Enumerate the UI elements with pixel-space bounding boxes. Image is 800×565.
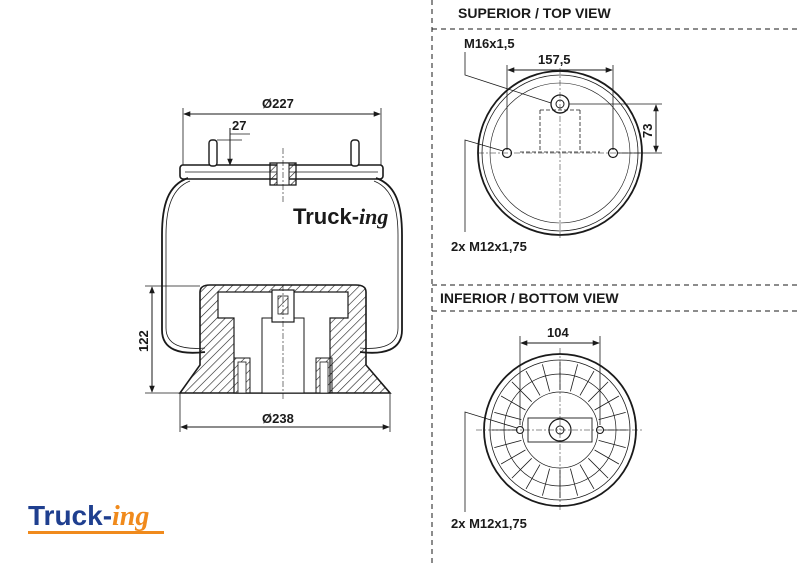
thread-main-label: M16x1,5 [464,36,515,51]
bottom-rib [494,412,522,420]
top-studs [208,139,360,167]
dim-top-offset: 73 [569,103,662,154]
bottom-rib [511,458,532,479]
top-holes-callout: 2x M12x1,75 [451,139,527,254]
dim-top-diameter: Ø227 [182,96,382,165]
bottom-view: INFERIOR / BOTTOM VIEW 104 2x M12x1,75 [440,290,644,531]
bottom-rib [500,395,526,411]
brand-logo-underline [28,531,164,534]
brand-logo: Truck-ing [28,500,164,534]
bottom-rib [500,449,526,465]
bottom-rib [511,381,532,402]
bellows [161,177,403,354]
bottom-rib [588,381,609,402]
bottom-rib [598,412,626,420]
bottom-holes-label: 2x M12x1,75 [451,516,527,531]
dim-top-offset-label: 73 [640,124,655,138]
bottom-holes-callout: 2x M12x1,75 [451,411,527,531]
bottom-rib [542,468,550,496]
bottom-rib [525,464,541,490]
dim-height: 122 [136,285,200,394]
dim-bottom-spacing-label: 104 [547,325,569,340]
thread-main-callout: M16x1,5 [464,36,552,104]
dim-top-spacing-label: 157,5 [538,52,571,67]
dim-bottom-diameter-label: Ø238 [262,411,294,426]
dim-stud-height-label: 27 [232,118,246,133]
side-view: Ø227 27 122 Ø238 Truck-ing [136,96,403,432]
bottom-rib [525,370,541,396]
brand-logo-text: Truck-ing [28,500,149,532]
top-view: SUPERIOR / TOP VIEW M16x1,5 157,5 [451,5,662,254]
bottom-rib [594,449,620,465]
bellows-watermark: Truck-ing [293,204,388,229]
center-nut [269,148,297,202]
dim-top-spacing: 157,5 [506,52,614,150]
dim-bottom-diameter: Ø238 [179,393,391,432]
top-holes-label: 2x M12x1,75 [451,239,527,254]
dim-height-label: 122 [136,330,151,352]
dim-top-diameter-label: Ø227 [262,96,294,111]
bottom-inserts [233,357,333,394]
bottom-rib [579,464,595,490]
bottom-rib [494,440,522,448]
bottom-rib [570,468,578,496]
bottom-rib [594,395,620,411]
dim-bottom-spacing: 104 [519,325,601,425]
top-view-title: SUPERIOR / TOP VIEW [458,5,612,21]
view-dividers [431,0,800,565]
bottom-rib [588,458,609,479]
dim-stud-height: 27 [217,118,250,166]
bottom-rib [542,364,550,392]
bottom-rib [570,364,578,392]
bottom-rib [598,440,626,448]
bottom-rib [579,370,595,396]
bottom-view-title: INFERIOR / BOTTOM VIEW [440,290,619,306]
